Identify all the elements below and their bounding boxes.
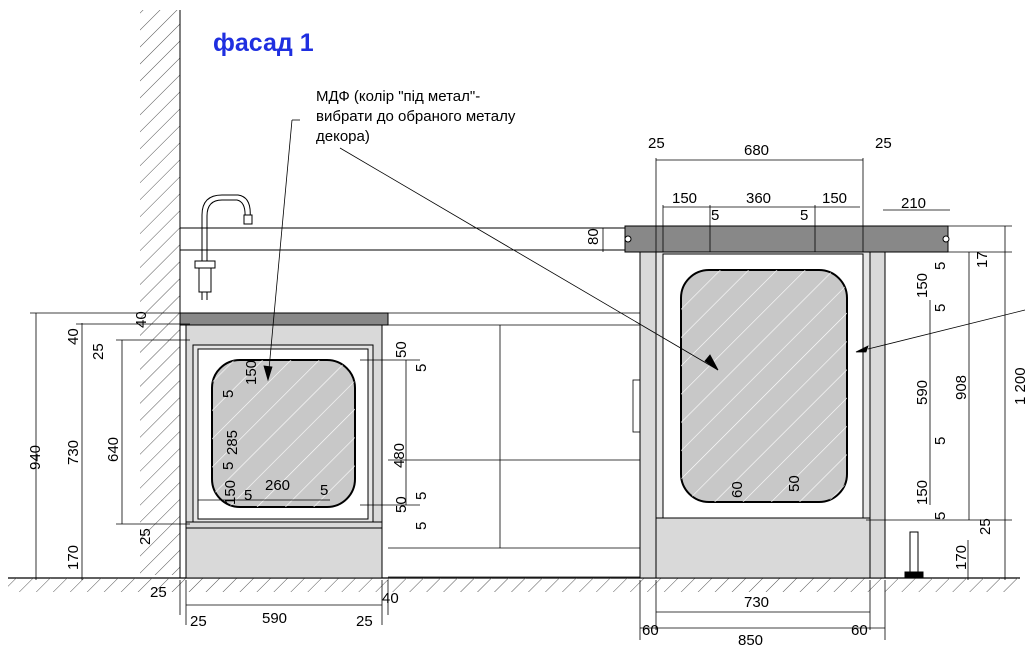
dim-210: 210 — [901, 195, 926, 212]
countertop — [180, 225, 950, 253]
dim-25-top-r1: 25 — [648, 135, 665, 152]
dim-17: 17 — [974, 251, 991, 268]
dim-940: 940 — [27, 445, 44, 470]
dimension-lines — [30, 158, 1012, 640]
dim-25-b: 25 — [190, 613, 207, 630]
dim-5-r5: 5 — [932, 437, 949, 445]
dim-50-bottom: 50 — [393, 496, 410, 513]
dim-40-top: 40 — [65, 328, 82, 345]
faucet-icon — [186, 194, 350, 317]
dim-150-r3: 150 — [914, 273, 931, 298]
dim-25-top-r2: 25 — [875, 135, 892, 152]
dim-150-r4: 150 — [914, 480, 931, 505]
dim-170-left: 170 — [65, 545, 82, 570]
leader-lines — [263, 119, 1026, 382]
dim-50-inner: 50 — [786, 475, 803, 492]
dim-5-r4: 5 — [932, 304, 949, 312]
dim-640: 640 — [105, 437, 122, 462]
dim-25-top-left: 25 — [90, 343, 107, 360]
note-line-2: вибрати до обраного металу — [316, 108, 516, 125]
dim-5-r1: 5 — [711, 207, 719, 224]
dim-5-g: 5 — [413, 522, 430, 530]
dim-5-b: 5 — [220, 462, 237, 470]
dim-150-r1: 150 — [672, 190, 697, 207]
dim-285: 285 — [224, 430, 241, 455]
dim-5-a: 5 — [220, 390, 237, 398]
dim-5-r6: 5 — [932, 512, 949, 520]
dim-730-left: 730 — [65, 440, 82, 465]
note-line-3: декора) — [316, 128, 370, 145]
dim-480: 480 — [391, 443, 408, 468]
dim-50-top: 50 — [393, 341, 410, 358]
dim-730-r: 730 — [744, 594, 769, 611]
dim-5-c: 5 — [244, 487, 252, 504]
dim-80: 80 — [585, 228, 602, 245]
dim-1200: 1 200 — [1012, 367, 1029, 405]
wall — [140, 10, 181, 578]
note-line-1: МДФ (колір "під метал"- — [316, 88, 481, 105]
material-note: МДФ (колір "під метал"- вибрати до обран… — [316, 87, 606, 147]
dim-40-bottom: 40 — [382, 590, 399, 607]
dimension-labels: 940 730 640 40 40 25 170 25 590 25 25 25… — [27, 135, 1029, 649]
dim-150-bot-left: 150 — [222, 480, 239, 505]
dim-680: 680 — [744, 142, 769, 159]
dim-150-top-left: 150 — [243, 360, 260, 385]
dim-5-r3: 5 — [932, 262, 949, 270]
dim-150-r2: 150 — [822, 190, 847, 207]
dim-260: 260 — [265, 477, 290, 494]
dim-25-r: 25 — [977, 518, 994, 535]
dim-590-r: 590 — [914, 380, 931, 405]
dim-60-inner: 60 — [729, 481, 746, 498]
dim-60-r: 60 — [851, 622, 868, 639]
dim-360: 360 — [746, 190, 771, 207]
dim-5-e: 5 — [413, 364, 430, 372]
dim-5-r2: 5 — [800, 207, 808, 224]
dim-25-bottom-left: 25 — [137, 528, 154, 545]
dim-40-left: 40 — [133, 311, 150, 328]
dim-170-r: 170 — [953, 545, 970, 570]
middle-section — [388, 312, 641, 578]
dim-850: 850 — [738, 632, 763, 649]
dim-908: 908 — [953, 375, 970, 400]
dim-60-l: 60 — [642, 622, 659, 639]
leg-icon — [904, 531, 924, 579]
dim-5-f: 5 — [413, 492, 430, 500]
right-cabinet — [639, 251, 886, 579]
left-cabinet — [179, 312, 389, 579]
dim-5-d: 5 — [320, 482, 328, 499]
dim-590: 590 — [262, 610, 287, 627]
dim-25-a: 25 — [150, 584, 167, 601]
dim-25-c: 25 — [356, 613, 373, 630]
drawing-title: фасад 1 — [213, 29, 314, 57]
